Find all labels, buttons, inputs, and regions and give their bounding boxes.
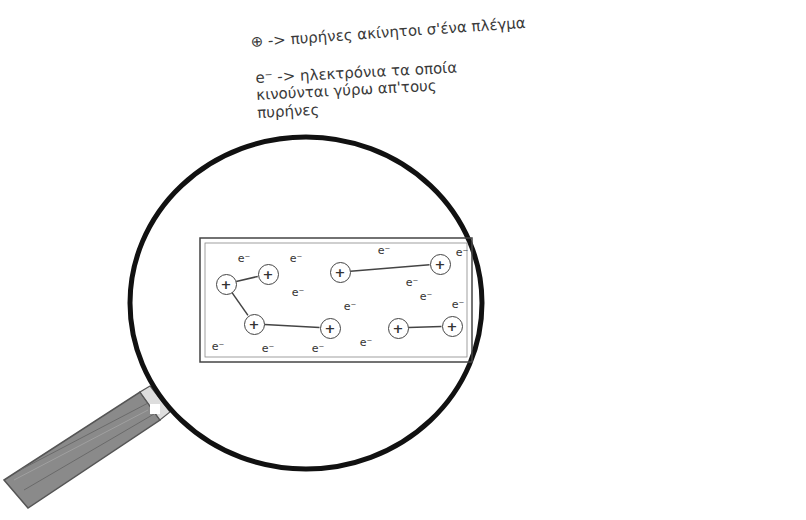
electron-label: e⁻ [212,340,225,353]
electron-label: e⁻ [406,276,419,289]
electron-label: e⁻ [344,300,357,313]
magnifier-handle [4,386,170,508]
charge-sign: + [263,268,274,281]
electron-label: e⁻ [456,246,469,259]
charge-sign: + [435,258,446,271]
charge-sign: + [447,320,458,333]
nucleus-circle: + [320,318,341,339]
electron-label: e⁻ [238,252,251,265]
metal-sample [200,238,472,362]
electron-label: e⁻ [378,244,391,257]
handwritten-note: ⊕ -> πυρήνες ακίνητοι σ'ένα πλέγμα [250,7,630,51]
bond-line [350,265,429,271]
nucleus-circle: + [330,262,351,283]
nucleus-circle: + [216,274,237,295]
electron-label: e⁻ [420,290,433,303]
handwritten-note: e⁻ -> ηλεκτρόνια τα οποία κινούνται γύρω… [255,58,492,122]
magnifier-lens [130,137,482,469]
lens-gap [150,246,160,256]
bond-line [264,325,319,328]
bond-line [236,276,258,281]
charge-sign: + [249,318,260,331]
charge-sign: + [335,266,346,279]
charge-sign: + [325,322,336,335]
nucleus-circle: + [388,318,409,339]
bond-line [408,326,441,327]
nucleus-circle: + [430,254,451,275]
electron-label: e⁻ [292,286,305,299]
nucleus-circle: + [258,264,279,285]
electron-label: e⁻ [262,342,275,355]
nucleus-circle: + [442,316,463,337]
charge-sign: + [221,278,232,291]
electron-label: e⁻ [360,336,373,349]
electron-label: e⁻ [290,252,303,265]
nucleus-circle: + [244,314,265,335]
charge-sign: + [393,322,404,335]
lens-gap [150,404,160,414]
bond-line [232,293,248,316]
electron-label: e⁻ [452,298,465,311]
metal-sample-inner [205,243,467,357]
electron-label: e⁻ [312,342,325,355]
